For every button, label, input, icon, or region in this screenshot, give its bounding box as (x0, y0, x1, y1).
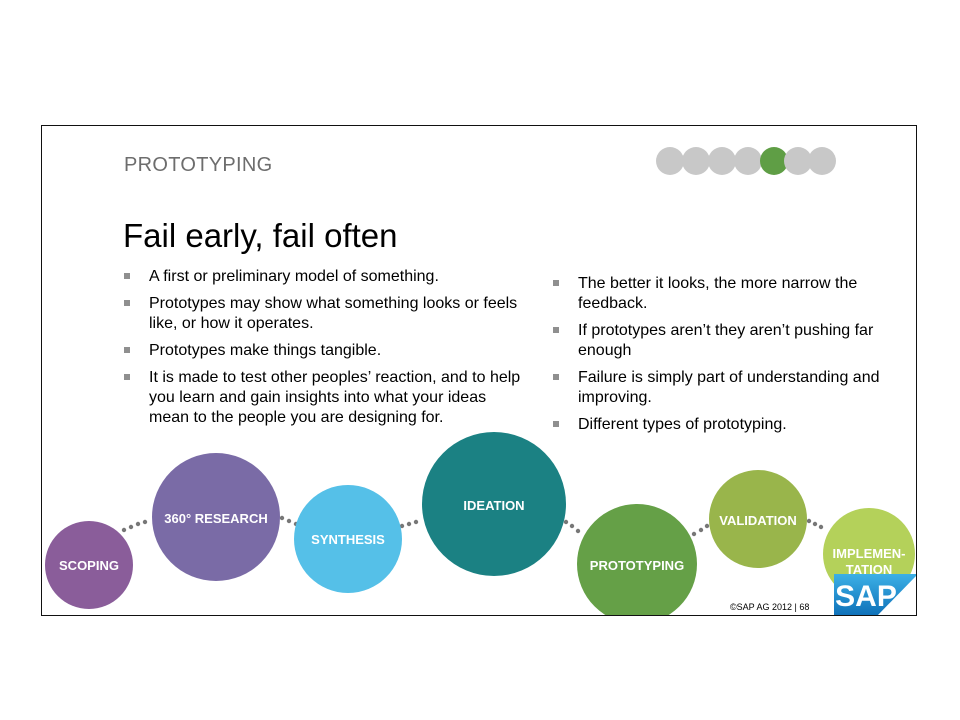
bullet-square-icon (553, 374, 559, 380)
bullet-square-icon (124, 347, 130, 353)
bullet-text: The better it looks, the more narrow the… (578, 275, 858, 312)
logo-text: SAP (835, 580, 897, 613)
bullet-square-icon (124, 300, 130, 306)
bullet-item: It is made to test other peoples’ reacti… (124, 368, 524, 428)
bullet-item: Different types of prototyping. (553, 415, 898, 435)
phase-label: 360° RESEARCH (164, 511, 267, 526)
phase-circle (152, 453, 280, 581)
phase-ideation: IDEATION (422, 432, 566, 576)
phase-label: SYNTHESIS (311, 532, 385, 547)
phase-circle (294, 485, 402, 593)
design-process-diagram: SCOPING 360° RESEARCH SYNTHESIS IDEATION… (45, 432, 915, 615)
section-label: PROTOTYPING (124, 154, 273, 176)
phase-synthesis: SYNTHESIS (294, 485, 402, 593)
progress-dot (682, 147, 710, 175)
right-bullet-list: The better it looks, the more narrow the… (553, 274, 898, 442)
bullet-text: It is made to test other peoples’ reacti… (149, 369, 521, 426)
bullet-item: A first or preliminary model of somethin… (124, 267, 524, 287)
phase-prototyping: PROTOTYPING (577, 504, 697, 615)
progress-dot (734, 147, 762, 175)
bullet-item: Prototypes make things tangible. (124, 341, 524, 361)
bullet-text: Prototypes may show what something looks… (149, 295, 518, 332)
bullet-item: Prototypes may show what something looks… (124, 294, 524, 334)
phase-circle (45, 521, 133, 609)
progress-dot (656, 147, 684, 175)
slide: PROTOTYPING Fail early, fail often A fir… (41, 125, 917, 616)
phase-research: 360° RESEARCH (152, 453, 280, 581)
phase-validation: VALIDATION (709, 470, 807, 568)
bullet-item: If prototypes aren’t they aren’t pushing… (553, 321, 898, 361)
phase-label: IDEATION (463, 498, 524, 513)
bullet-text: Different types of prototyping. (578, 416, 787, 433)
progress-dot (808, 147, 836, 175)
bullet-square-icon (553, 280, 559, 286)
phase-label: IMPLEMEN- (833, 546, 906, 561)
left-bullet-list: A first or preliminary model of somethin… (124, 267, 524, 435)
phase-label: PROTOTYPING (590, 558, 684, 573)
connector-dots (121, 515, 824, 537)
progress-dot (784, 147, 812, 175)
headline: Fail early, fail often (123, 217, 398, 254)
svg-text:®: ® (894, 610, 898, 616)
bullet-square-icon (553, 421, 559, 427)
bullet-square-icon (553, 327, 559, 333)
phase-label-line2: TATION (846, 562, 892, 577)
bullet-text: Failure is simply part of understanding … (578, 369, 880, 406)
bullet-square-icon (124, 273, 130, 279)
progress-indicator (656, 147, 842, 175)
bullet-text: Prototypes make things tangible. (149, 342, 382, 359)
sap-logo: SAP ® (834, 574, 916, 616)
bullet-text: If prototypes aren’t they aren’t pushing… (578, 322, 874, 359)
bullet-text: A first or preliminary model of somethin… (149, 268, 439, 285)
footer-copyright: ©SAP AG 2012 | 68 (730, 602, 810, 612)
phase-circle (709, 470, 807, 568)
progress-dot (708, 147, 736, 175)
bullet-square-icon (124, 374, 130, 380)
phase-label: SCOPING (59, 558, 119, 573)
bullet-item: The better it looks, the more narrow the… (553, 274, 898, 314)
progress-dot-active (760, 147, 788, 175)
phase-scoping: SCOPING (45, 521, 133, 609)
phase-circle (577, 504, 697, 615)
bullet-item: Failure is simply part of understanding … (553, 368, 898, 408)
phase-circle (422, 432, 566, 576)
phase-label: VALIDATION (719, 513, 797, 528)
